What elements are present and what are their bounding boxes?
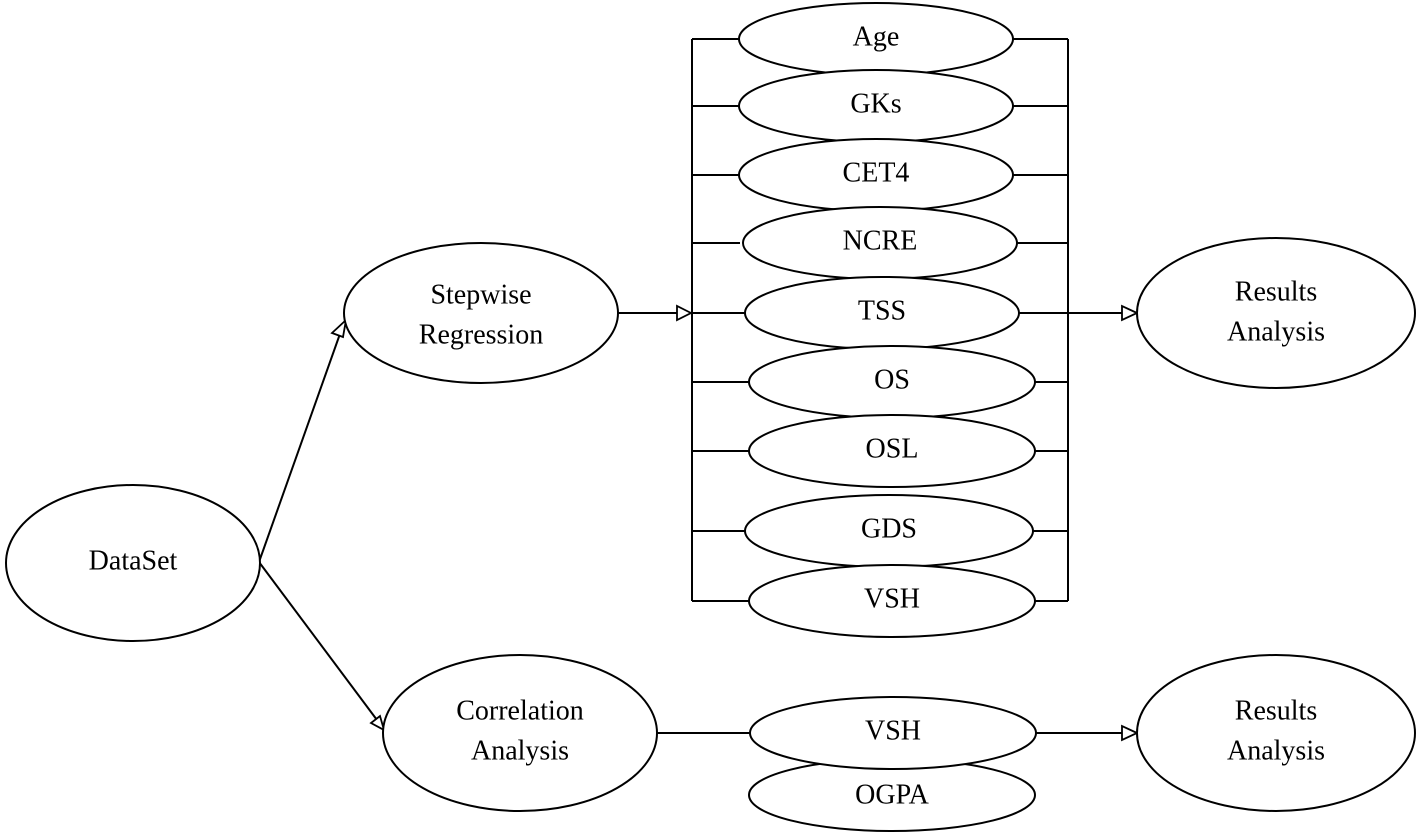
variable-vsh-label: VSH xyxy=(864,583,920,614)
node-results-analysis-bottom: Results Analysis xyxy=(1136,654,1416,812)
variable-vsh: VSH xyxy=(748,564,1036,638)
arrowhead-correlation xyxy=(369,714,386,732)
node-correlation-analysis: Correlation Analysis xyxy=(382,654,658,812)
variable-tss-label: TSS xyxy=(858,295,906,326)
variable-gds: GDS xyxy=(744,494,1034,568)
variable-os-label: OS xyxy=(874,364,910,395)
correlation-variable-vsh-label: VSH xyxy=(865,715,921,746)
node-dataset-label: DataSet xyxy=(89,545,178,576)
correlation-variable-vsh: VSH xyxy=(749,696,1037,770)
node-results-top-line1: Results xyxy=(1235,276,1317,307)
node-results-bottom-line1: Results xyxy=(1235,695,1317,726)
variable-osl: OSL xyxy=(748,414,1036,488)
correlation-variable-ogpa: OGPA xyxy=(748,758,1036,832)
arrowhead-variables xyxy=(676,304,694,322)
variable-age-label: Age xyxy=(853,21,900,52)
arrowhead-results-top xyxy=(1121,304,1140,322)
variable-ncre: NCRE xyxy=(742,206,1018,280)
edge-dataset-to-stepwise xyxy=(258,330,342,563)
node-dataset: DataSet xyxy=(5,484,261,642)
correlation-variable-ogpa-label: OGPA xyxy=(855,779,929,810)
variable-ncre-label: NCRE xyxy=(843,225,918,256)
node-results-top-line2: Analysis xyxy=(1227,316,1325,347)
node-correlation-line1: Correlation xyxy=(456,695,584,726)
node-stepwise-line1: Stepwise xyxy=(430,279,531,310)
variable-cet4: CET4 xyxy=(738,138,1014,212)
node-results-analysis-top: Results Analysis xyxy=(1136,237,1416,389)
variable-tss: TSS xyxy=(744,276,1020,350)
variable-os: OS xyxy=(748,345,1036,419)
bracket-ticks xyxy=(692,38,1068,602)
variable-cet4-label: CET4 xyxy=(843,157,910,188)
variable-gks: GKs xyxy=(738,69,1014,143)
arrowhead-stepwise xyxy=(330,317,348,339)
variable-gks-label: GKs xyxy=(850,88,901,119)
variable-gds-label: GDS xyxy=(861,513,917,544)
arrowhead-results-bottom xyxy=(1121,724,1140,742)
variable-osl-label: OSL xyxy=(866,433,919,464)
edge-dataset-to-correlation xyxy=(258,561,378,721)
node-stepwise-regression: Stepwise Regression xyxy=(343,242,619,384)
node-results-bottom-line2: Analysis xyxy=(1227,735,1325,766)
variable-age: Age xyxy=(738,2,1014,76)
node-stepwise-line2: Regression xyxy=(419,319,543,350)
node-correlation-line2: Analysis xyxy=(471,735,569,766)
